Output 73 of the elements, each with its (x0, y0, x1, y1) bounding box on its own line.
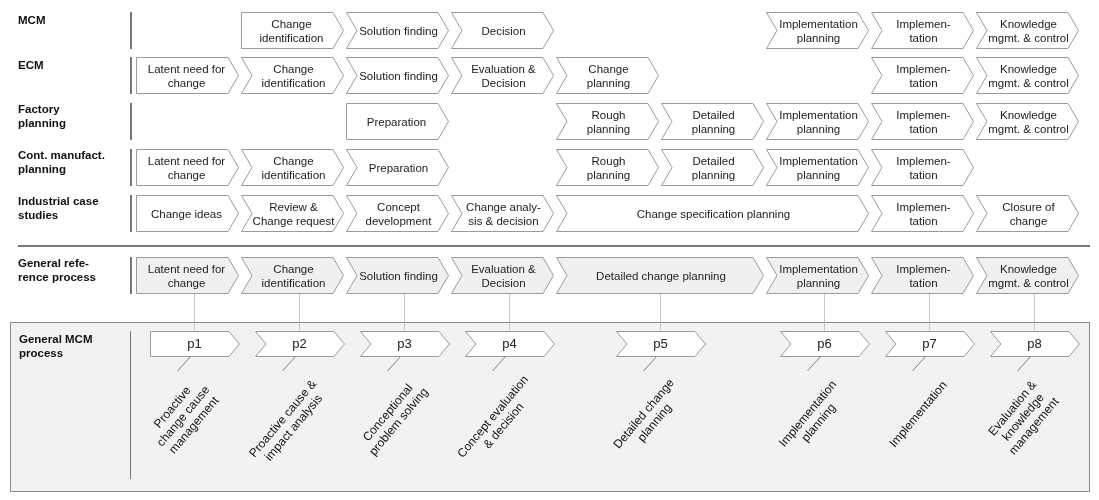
process-step: Implemen- tation (871, 149, 974, 186)
process-step: Change analy- sis & decision (451, 195, 554, 232)
process-step: p3 (359, 330, 450, 357)
process-step: Change specification planning (556, 195, 869, 232)
process-step: Detailed planning (661, 103, 764, 140)
row-label: General refe- rence process (18, 256, 97, 284)
panel-heading: General MCM process (19, 332, 94, 360)
leader-line (912, 356, 926, 372)
process-step: Change ideas (136, 195, 239, 232)
process-panel (10, 322, 1090, 492)
process-step: p7 (884, 330, 975, 357)
process-step: Change identification (241, 257, 344, 294)
row-label: ECM (18, 58, 45, 72)
process-step: Solution finding (346, 257, 449, 294)
process-step: Decision (451, 12, 554, 49)
process-step: Rough planning (556, 103, 659, 140)
process-step: Latent need for change (136, 57, 239, 94)
process-step: Knowledge mgmt. & control (976, 12, 1079, 49)
process-step: Closure of change (976, 195, 1079, 232)
process-step: p5 (615, 330, 706, 357)
process-step: Evaluation & Decision (451, 57, 554, 94)
row-label: Cont. manufact. planning (18, 148, 106, 176)
row-label: Industrial case studies (18, 194, 100, 222)
process-step: Solution finding (346, 12, 449, 49)
process-step: Review & Change request (241, 195, 344, 232)
process-step: Implemen- tation (871, 257, 974, 294)
process-step: Implementation planning (766, 149, 869, 186)
process-step: Preparation (346, 149, 449, 186)
process-step: Latent need for change (136, 257, 239, 294)
row-label: Factory planning (18, 102, 67, 130)
process-step: Implementation planning (766, 12, 869, 49)
leader-line (643, 356, 657, 372)
process-step: Latent need for change (136, 149, 239, 186)
process-step: Concept development (346, 195, 449, 232)
process-step: Implemen- tation (871, 12, 974, 49)
down-arrow (1033, 293, 1036, 331)
process-step: Implemen- tation (871, 57, 974, 94)
process-step: p8 (989, 330, 1080, 357)
process-step: Change identification (241, 12, 344, 49)
process-step: Rough planning (556, 149, 659, 186)
process-step: Knowledge mgmt. & control (976, 257, 1079, 294)
process-step: p1 (149, 330, 240, 357)
leader-line (387, 356, 401, 372)
process-step: Preparation (346, 103, 449, 140)
process-step: Detailed change planning (556, 257, 764, 294)
process-step: p6 (779, 330, 870, 357)
down-arrow (659, 293, 662, 331)
process-step: Change identification (241, 149, 344, 186)
leader-line (1017, 356, 1031, 372)
process-step: Detailed planning (661, 149, 764, 186)
process-step: Implementation planning (766, 257, 869, 294)
down-arrow (928, 293, 931, 331)
down-arrow (508, 293, 511, 331)
process-step: Solution finding (346, 57, 449, 94)
down-arrow (403, 293, 406, 331)
process-step: Implemen- tation (871, 103, 974, 140)
process-step: Knowledge mgmt. & control (976, 57, 1079, 94)
process-step: Implemen- tation (871, 195, 974, 232)
process-step: p2 (254, 330, 345, 357)
down-arrow (298, 293, 301, 331)
leader-line (492, 356, 506, 372)
process-step: p4 (464, 330, 555, 357)
process-step: Change planning (556, 57, 659, 94)
leader-line (177, 356, 191, 372)
process-step: Implementation planning (766, 103, 869, 140)
process-step: Knowledge mgmt. & control (976, 103, 1079, 140)
process-step: Evaluation & Decision (451, 257, 554, 294)
process-step: Change identification (241, 57, 344, 94)
down-arrow (193, 293, 196, 331)
down-arrow (823, 293, 826, 331)
leader-line (282, 356, 296, 372)
row-label: MCM (18, 13, 47, 27)
leader-line (807, 356, 821, 372)
